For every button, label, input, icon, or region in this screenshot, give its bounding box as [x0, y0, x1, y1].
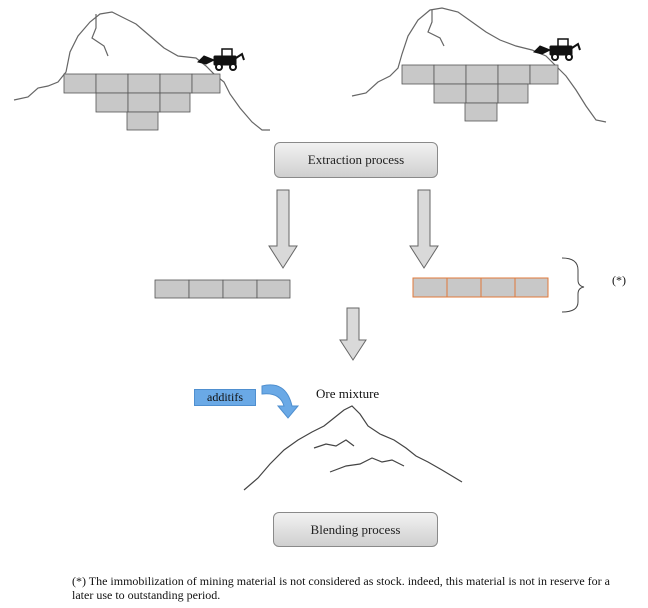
- blending-process-box: Blending process: [273, 512, 438, 547]
- down-arrow-icon: [339, 307, 367, 361]
- excavator-icon: [533, 38, 581, 61]
- down-arrow-icon: [409, 189, 439, 269]
- ore-heap-ridge: [313, 439, 355, 449]
- left-pit-blocks: [63, 73, 221, 131]
- curved-arrow-icon: [261, 384, 300, 419]
- stock-note-marker: (*): [612, 273, 626, 287]
- extraction-process-label: Extraction process: [307, 152, 405, 167]
- footnote: (*) The immobilization of mining materia…: [72, 574, 610, 602]
- right-mountain-crack: [427, 10, 445, 47]
- excavator-icon: [197, 48, 245, 71]
- brace-icon: [561, 257, 585, 313]
- ore-mixture-label: Ore mixture: [316, 386, 380, 401]
- ore-heap-outline: [243, 405, 463, 491]
- left-mountain-crack: [91, 14, 109, 57]
- additifs-label: additifs: [194, 389, 256, 406]
- ore-heap-ridge: [329, 457, 405, 473]
- extraction-process-box: Extraction process: [274, 142, 438, 178]
- right-material-row: [412, 277, 549, 298]
- left-mountain-outline: [13, 11, 270, 131]
- right-mountain-outline: [351, 7, 607, 123]
- left-material-row: [154, 279, 291, 299]
- down-arrow-icon: [268, 189, 298, 269]
- right-pit-blocks: [401, 64, 559, 122]
- blending-process-label: Blending process: [310, 521, 401, 537]
